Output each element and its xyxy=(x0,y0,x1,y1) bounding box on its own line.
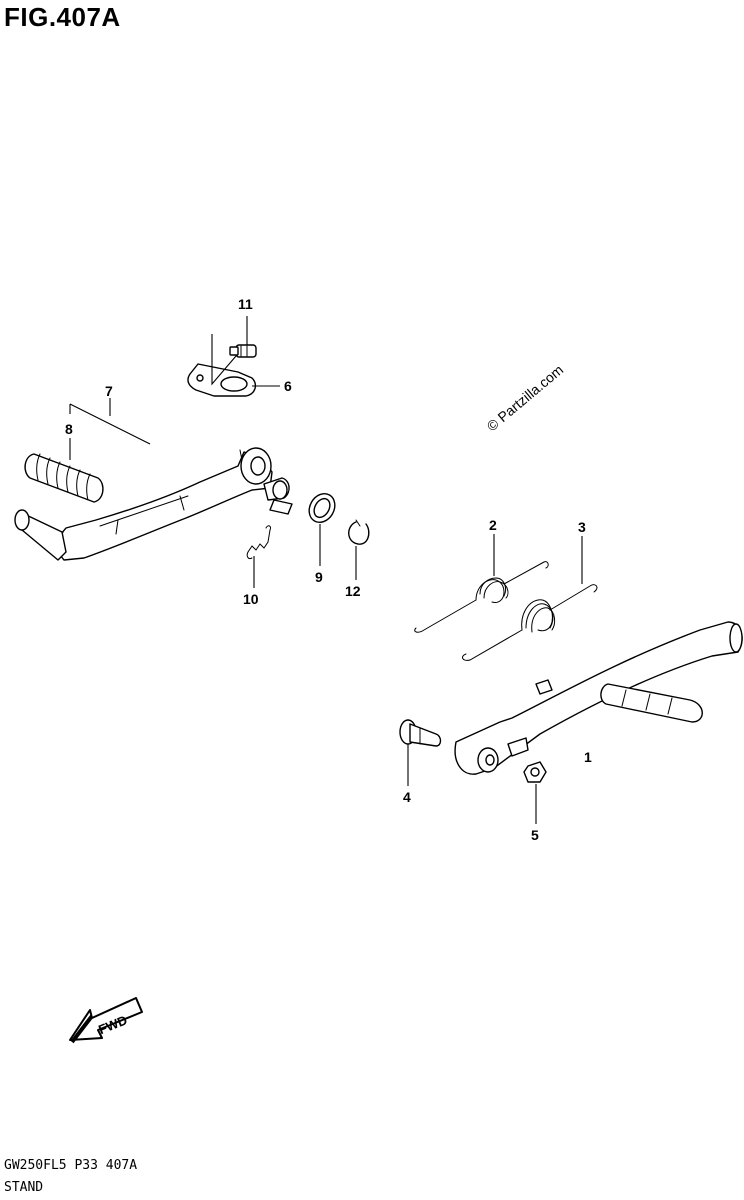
callout-4: 4 xyxy=(403,789,411,805)
part-8-rubber-grip xyxy=(24,453,104,503)
callout-1: 1 xyxy=(584,749,592,765)
callout-7: 7 xyxy=(105,383,113,399)
callout-6: 6 xyxy=(284,378,292,394)
leader-line-7-to-arm xyxy=(69,403,151,445)
figure-name: STAND xyxy=(4,1180,44,1195)
part-9-washer xyxy=(308,492,336,524)
figure-code: GW250FL5 P33 407A xyxy=(4,1158,138,1173)
part-6-bracket xyxy=(187,363,257,397)
callout-9: 9 xyxy=(315,569,323,585)
callout-2: 2 xyxy=(489,517,497,533)
part-11-bolt xyxy=(229,344,257,358)
callout-12: 12 xyxy=(345,583,361,599)
callout-10: 10 xyxy=(243,591,259,607)
watermark: © Partzilla.com xyxy=(484,361,567,434)
part-3-stand-spring xyxy=(462,584,598,661)
callout-8: 8 xyxy=(65,421,73,437)
part-10-spring xyxy=(246,525,271,559)
part-12-circlip xyxy=(348,519,370,545)
fwd-arrow: FWD xyxy=(69,997,143,1044)
callout-3: 3 xyxy=(578,519,586,535)
part-1-side-stand xyxy=(454,621,743,775)
figure-title: FIG.407A xyxy=(4,2,121,32)
part-7-pedal-arm xyxy=(14,447,293,561)
callout-5: 5 xyxy=(531,827,539,843)
callout-11: 11 xyxy=(238,296,253,312)
leader-bracket-6-11 xyxy=(211,334,237,386)
part-5-nut xyxy=(523,761,547,783)
part-4-pivot-bolt xyxy=(399,719,442,747)
part-2-stand-spring xyxy=(414,561,549,633)
